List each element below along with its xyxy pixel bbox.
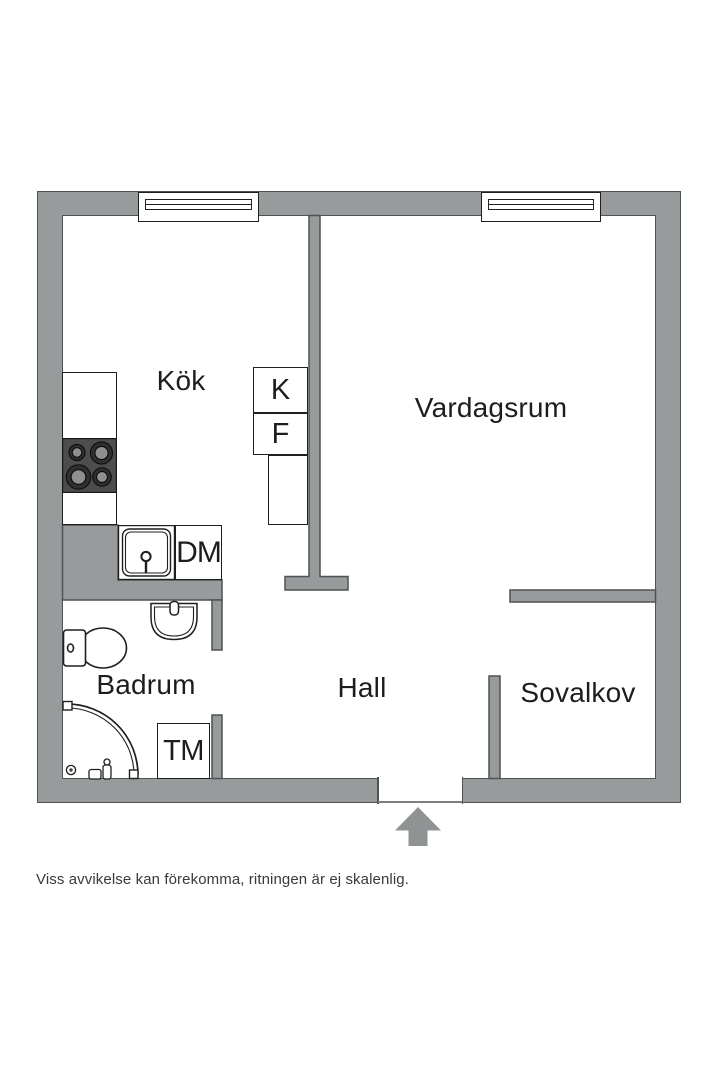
fridge-box: K	[253, 367, 308, 413]
interior-floor	[62, 215, 656, 779]
entrance-arrow-icon	[395, 807, 441, 846]
washing-machine-label: TM	[163, 734, 204, 767]
dishwasher-box: DM	[175, 525, 222, 580]
room-label-kitchen: Kök	[156, 365, 206, 396]
washing-machine-box: TM	[157, 723, 210, 779]
sink-icon	[118, 525, 175, 580]
disclaimer-text: Viss avvikelse kan förekomma, ritningen …	[36, 871, 409, 888]
room-label-bathroom: Badrum	[96, 669, 196, 700]
fridge-label: K	[270, 373, 291, 406]
entrance-opening	[378, 776, 462, 804]
kitchen-window	[138, 192, 259, 222]
living-room-window-pane	[488, 199, 594, 210]
kitchen-window-pane	[145, 199, 252, 210]
entrance-jamb-right	[461, 776, 463, 804]
entrance-jamb-left	[377, 776, 379, 804]
living-room-window	[481, 192, 601, 222]
stove-icon	[62, 438, 117, 493]
room-label-hall: Hall	[337, 672, 387, 703]
toilet-icon	[62, 627, 128, 669]
kitchen-cabinet	[268, 455, 308, 525]
washbasin-icon	[150, 600, 198, 641]
room-label-alcove: Sovalkov	[520, 677, 636, 708]
freezer-box: F	[253, 413, 308, 455]
dishwasher-label: DM	[176, 535, 222, 569]
freezer-label: F	[271, 417, 290, 450]
shower-icon	[62, 700, 139, 780]
room-label-living: Vardagsrum	[414, 392, 568, 423]
entrance-threshold	[378, 801, 462, 803]
